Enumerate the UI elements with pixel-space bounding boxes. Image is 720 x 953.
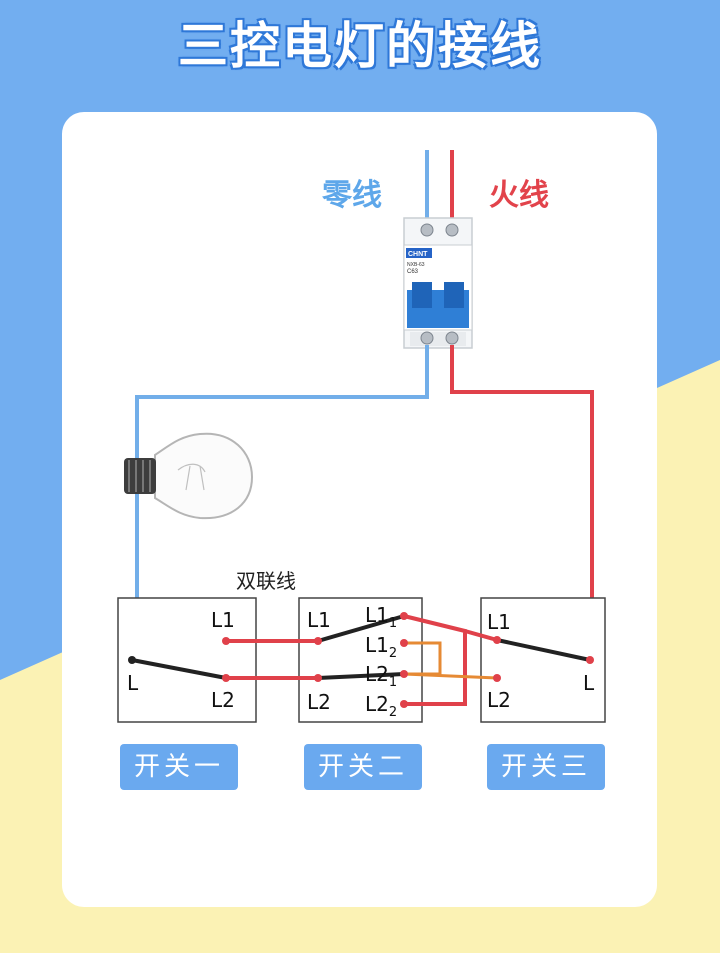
neutral-wire-label: 零线 (322, 178, 382, 213)
circuit-breaker: CHNT NXB-63 C63 (403, 217, 473, 349)
switch-1-common-dot (128, 656, 136, 664)
neutral-wire-to-bulb (135, 345, 429, 662)
page-title: 三控电灯的接线 (178, 17, 542, 75)
double-wire-label: 双联线 (236, 569, 296, 593)
wire-s2-to-s3-l2 (403, 672, 498, 680)
switch-2-terminal-l1: L1 (307, 608, 331, 632)
breaker-brand: CHNT (408, 251, 428, 258)
breaker-rating: C63 (407, 269, 419, 275)
live-wire-label: 火线 (489, 178, 549, 213)
switch-1-box (117, 597, 257, 723)
switch-2-terminal-l2: L2 (307, 690, 331, 714)
switch-1-terminal-l2: L2 (211, 688, 235, 712)
switch-2-lever-1 (317, 614, 405, 643)
live-wire-to-switch-3 (450, 345, 594, 660)
switch-2-terminal-l2-1: L21 (365, 662, 398, 690)
switch-3-label: 开关三 (487, 744, 605, 790)
wire-s2-to-s3-l1 (464, 629, 498, 642)
light-bulb-icon (124, 432, 254, 520)
switch-3-terminal-l2: L2 (487, 688, 511, 712)
switch-3-lever (496, 638, 591, 662)
switch-2-terminal-l2-2: L22 (365, 692, 398, 720)
switch-3-terminal-l1: L1 (487, 610, 511, 634)
switch-1-terminal-l1: L1 (211, 608, 235, 632)
breaker-model: NXB-63 (407, 262, 425, 268)
switch-3-terminal-l: L (583, 671, 595, 695)
switch-2-label: 开关二 (304, 744, 422, 790)
switch-1-terminal-l: L (127, 671, 139, 695)
switch-1-label: 开关一 (120, 744, 238, 790)
switch-2-terminal-l1-1: L11 (365, 603, 398, 631)
wire-s2-l11-to-l22 (403, 614, 467, 706)
switch-1-lever (131, 658, 227, 680)
switch-2-terminal-l1-2: L12 (365, 633, 398, 661)
switch-2-lever-2 (317, 672, 405, 680)
terminal-dots (222, 612, 594, 708)
